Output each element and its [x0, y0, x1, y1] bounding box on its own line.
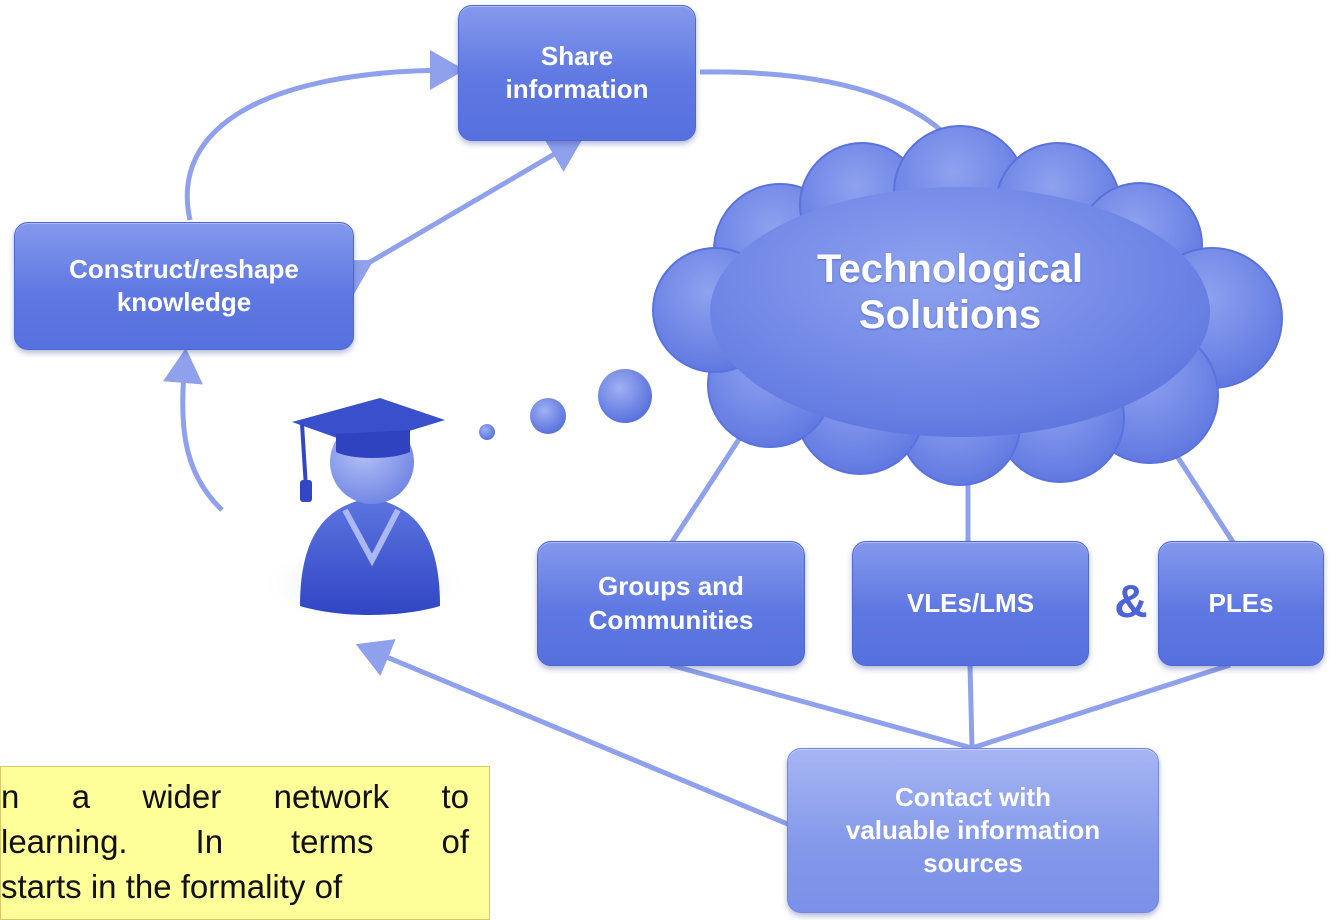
line-groups-contact — [669, 662, 973, 751]
share-information-node: Share information — [458, 5, 696, 141]
highlighted-text-excerpt: n a wider network to learning. In terms … — [0, 766, 490, 920]
ples-node: PLEs — [1158, 541, 1324, 666]
arrow-contact-to-student — [355, 639, 791, 828]
cloud-title: Technological Solutions — [817, 247, 1083, 337]
line-cloud-groups — [669, 428, 748, 544]
vles-lms-node: VLEs/LMS — [852, 541, 1089, 666]
thought-bubble-icon — [479, 369, 652, 440]
line-vles-contact — [967, 664, 975, 749]
groups-communities-node: Groups and Communities — [537, 541, 805, 666]
construct-knowledge-node: Construct/reshape knowledge — [14, 222, 354, 350]
arrow-double-share-construct — [333, 136, 584, 295]
excerpt-line: n a wider network to — [1, 778, 469, 815]
cloud-icon — [652, 125, 1283, 486]
contact-sources-node: Contact with valuable information source… — [787, 748, 1159, 913]
ampersand-label: & — [1114, 575, 1148, 627]
graduate-icon — [257, 398, 473, 627]
arrow-student-to-construct — [163, 348, 224, 512]
line-ples-contact — [971, 662, 1231, 751]
excerpt-line: learning. In terms of — [1, 822, 469, 860]
arrow-construct-to-share — [184, 50, 465, 221]
excerpt-line: starts in the formality of — [1, 867, 343, 905]
